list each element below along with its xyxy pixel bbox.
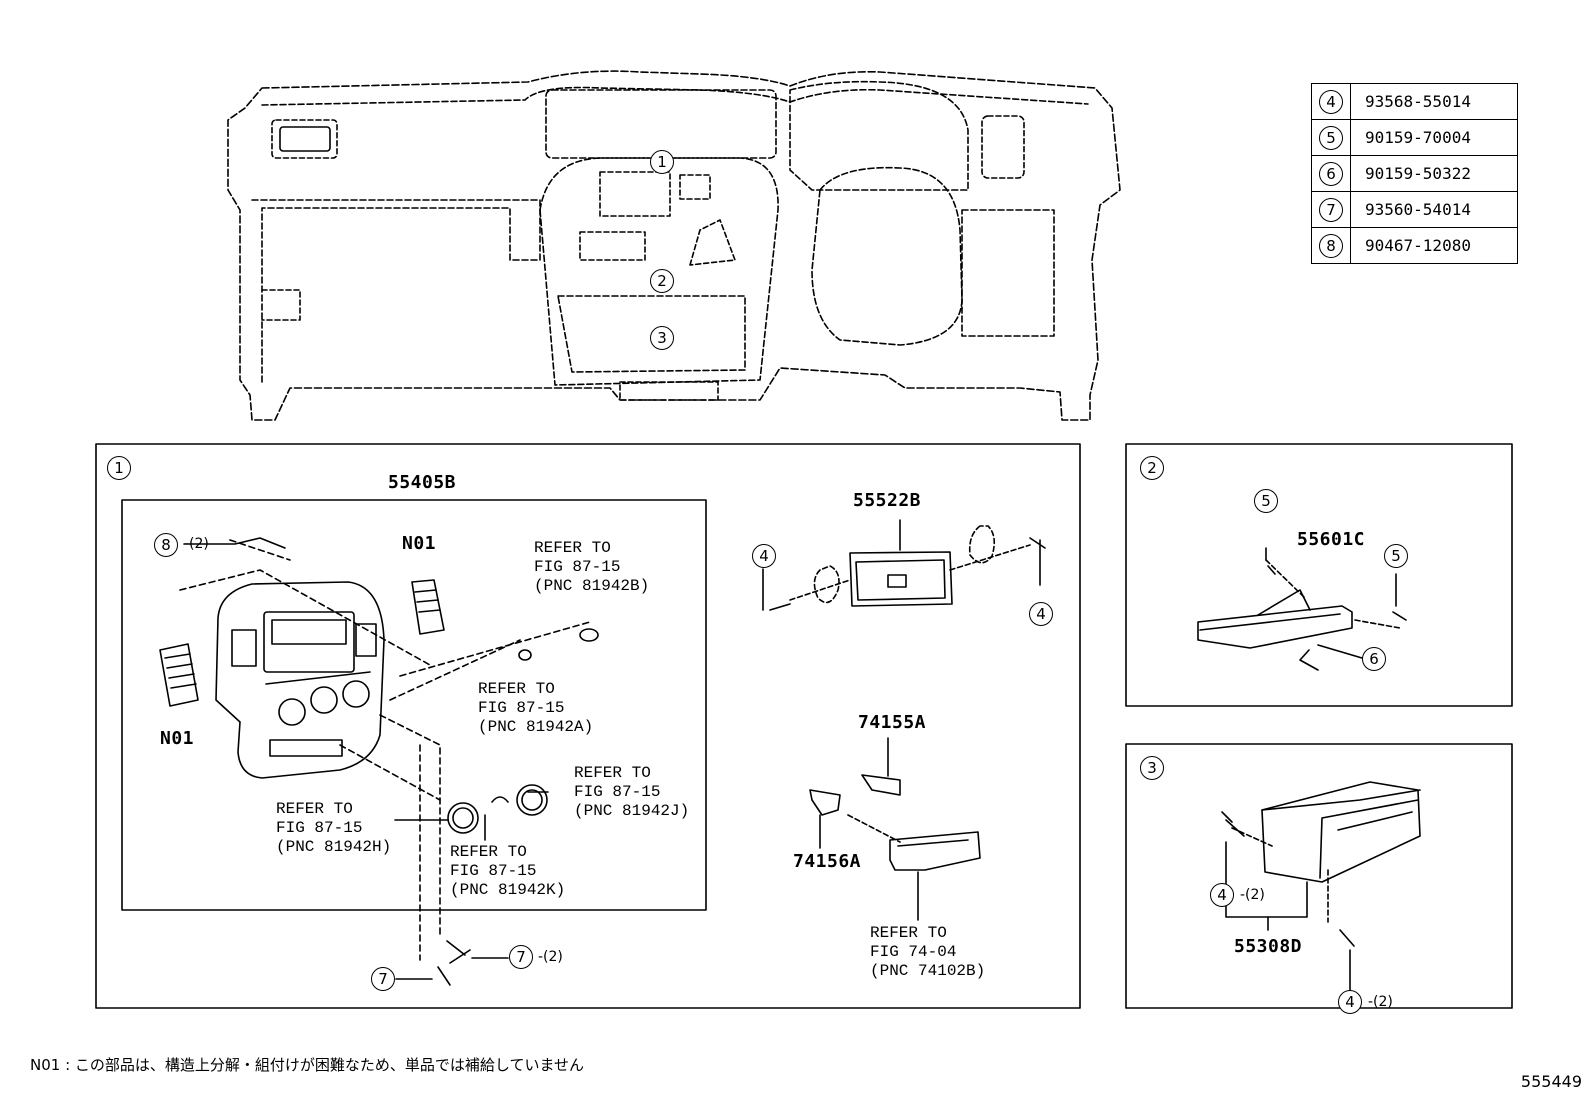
legend-key: 8 [1319, 233, 1343, 258]
legend-key: 5 [1319, 125, 1343, 150]
legend-part-number: 93560-54014 [1350, 191, 1518, 228]
legend-part-number: 90159-70004 [1350, 119, 1518, 156]
callout-6: 6 [1362, 647, 1386, 671]
callout-4a: 4 [1210, 883, 1234, 907]
panel-3-frame [1125, 743, 1513, 1009]
part-74155A: 74155A [858, 712, 927, 733]
fastener-legend-table: 4 93568-55014 5 90159-70004 6 90159-50322 7 935… [1311, 83, 1518, 264]
center-cluster-drawing [159, 537, 599, 986]
legend-row: 8 90467-12080 [1311, 227, 1518, 264]
footnote-n01: N01 : この部品は、構造上分解・組付けが困難なため、単品では補給していません [30, 1056, 585, 1074]
callout-5b: 5 [1384, 544, 1408, 568]
legend-key-cell: 8 [1311, 227, 1351, 264]
callout-4-right: 4 [1029, 602, 1053, 626]
legend-key: 7 [1319, 197, 1343, 222]
panel-1-frame [95, 443, 1081, 1009]
legend-key: 6 [1319, 161, 1343, 186]
callout-3-overview: 3 [650, 326, 674, 350]
legend-key: 4 [1319, 89, 1343, 114]
ashtray-box-drawing [1221, 781, 1421, 991]
panel-1-index: 1 [107, 456, 131, 480]
panel-1-subframe [121, 499, 707, 911]
figure-id: 555449 [1520, 1072, 1582, 1091]
legend-key-cell: 7 [1311, 191, 1351, 228]
legend-part-number: 93568-55014 [1350, 83, 1518, 120]
callout-1-overview: 1 [650, 150, 674, 174]
legend-key-cell: 4 [1311, 83, 1351, 120]
callout-4a-qty: -(2) [1240, 887, 1265, 903]
legend-key-cell: 5 [1311, 119, 1351, 156]
legend-row: 6 90159-50322 [1311, 155, 1518, 192]
legend-row: 7 93560-54014 [1311, 191, 1518, 228]
panel-2-index: 2 [1140, 456, 1164, 480]
legend-row: 4 93568-55014 [1311, 83, 1518, 120]
refer-81942J: REFER TO FIG 87-15 (PNC 81942J) [574, 764, 690, 820]
callout-4b-qty: -(2) [1368, 994, 1393, 1010]
callout-8: 8 [154, 533, 178, 557]
refer-81942A: REFER TO FIG 87-15 (PNC 81942A) [478, 680, 594, 736]
part-55308D: 55308D [1234, 936, 1303, 957]
refer-81942K: REFER TO FIG 87-15 (PNC 81942K) [450, 843, 566, 899]
legend-key-cell: 6 [1311, 155, 1351, 192]
label-n01-left: N01 [160, 728, 195, 749]
panel-3-index: 3 [1140, 756, 1164, 780]
callout-8-qty: -(2) [184, 536, 209, 552]
part-55405B: 55405B [388, 472, 457, 493]
label-n01-right: N01 [402, 533, 437, 554]
callout-4-left: 4 [752, 544, 776, 568]
switch-55522B-drawing [762, 519, 1046, 611]
callout-2-overview: 2 [650, 269, 674, 293]
callout-7a: 7 [509, 945, 533, 969]
legend-part-number: 90467-12080 [1350, 227, 1518, 264]
refer-81942B: REFER TO FIG 87-15 (PNC 81942B) [534, 539, 650, 595]
pocket-drawing [809, 737, 981, 921]
callout-7a-qty: -(2) [538, 949, 563, 965]
cup-holder-drawing [1197, 547, 1407, 671]
refer-74102B: REFER TO FIG 74-04 (PNC 74102B) [870, 924, 986, 980]
part-55522B: 55522B [853, 490, 922, 511]
panel-2-frame [1125, 443, 1513, 707]
instrument-panel-outline [227, 70, 1121, 421]
part-74156A: 74156A [793, 851, 862, 872]
legend-row: 5 90159-70004 [1311, 119, 1518, 156]
callout-4b: 4 [1338, 990, 1362, 1014]
legend-part-number: 90159-50322 [1350, 155, 1518, 192]
part-55601C: 55601C [1297, 529, 1366, 550]
callout-5a: 5 [1254, 489, 1278, 513]
refer-81942H: REFER TO FIG 87-15 (PNC 81942H) [276, 800, 392, 856]
callout-7b: 7 [371, 967, 395, 991]
